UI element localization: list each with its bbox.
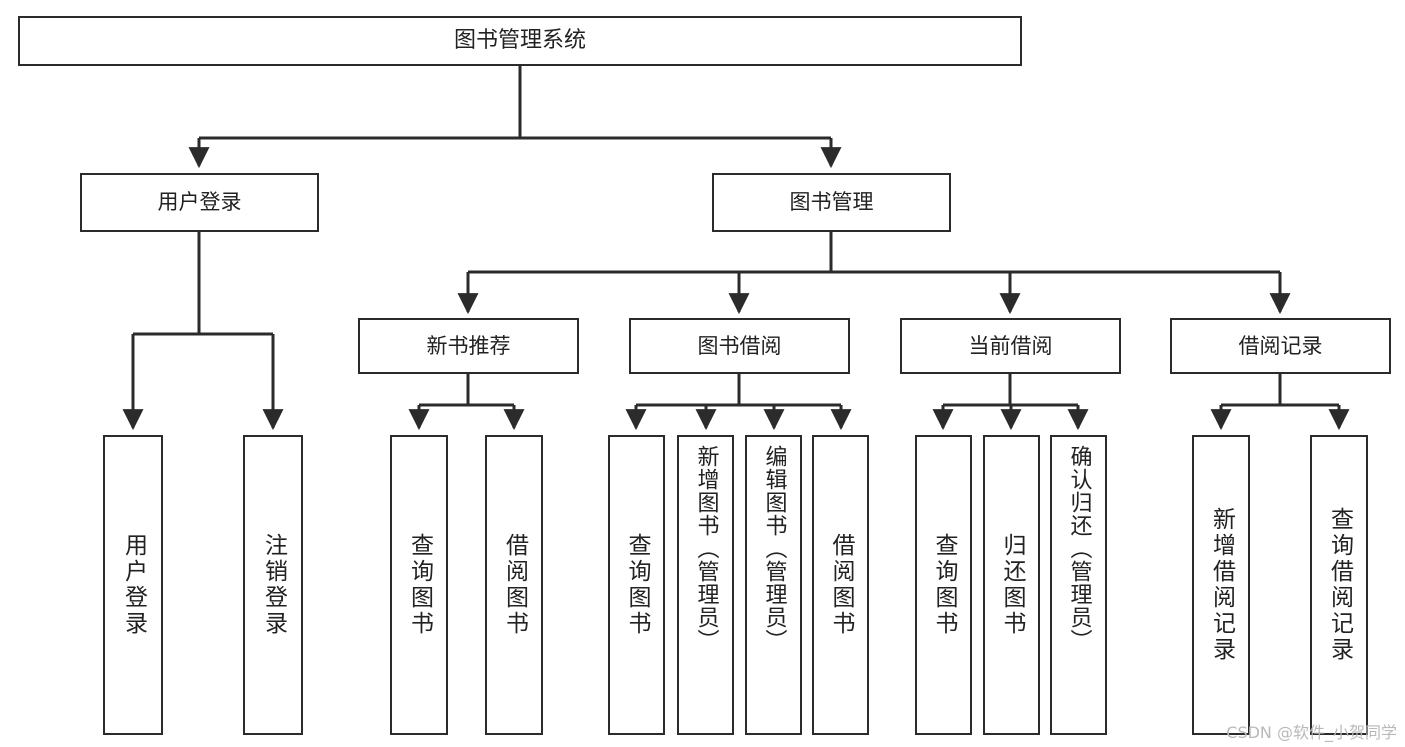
- node-leaf-query-books-1[interactable]: 查询图书: [390, 435, 448, 735]
- node-current-borrow-label: 当前借阅: [968, 333, 1053, 358]
- node-borrow-record[interactable]: 借阅记录: [1170, 318, 1391, 374]
- node-leaf-add-book[interactable]: 新增图书（管理员）: [677, 435, 734, 735]
- node-book-management-label: 图书管理: [789, 190, 874, 215]
- node-leaf-borrow-books-2-label: 借阅图书: [828, 533, 854, 637]
- node-leaf-return-book-label: 归还图书: [999, 533, 1025, 637]
- node-leaf-confirm-return-label: 确认归还（管理员）: [1066, 445, 1092, 652]
- node-root-system-label: 图书管理系统: [453, 28, 586, 54]
- node-new-book-recommend[interactable]: 新书推荐: [358, 318, 579, 374]
- node-leaf-query-books-3-label: 查询图书: [931, 533, 957, 637]
- node-borrow-record-label: 借阅记录: [1238, 333, 1323, 358]
- node-root-system[interactable]: 图书管理系统: [18, 16, 1022, 66]
- node-leaf-user-login-label: 用户登录: [120, 533, 147, 637]
- node-new-book-recommend-label: 新书推荐: [426, 333, 511, 358]
- node-leaf-borrow-books-1[interactable]: 借阅图书: [485, 435, 543, 735]
- node-leaf-user-logout-label: 注销登录: [260, 533, 287, 637]
- node-leaf-add-record[interactable]: 新增借阅记录: [1192, 435, 1250, 735]
- node-book-borrow[interactable]: 图书借阅: [629, 318, 850, 374]
- node-current-borrow[interactable]: 当前借阅: [900, 318, 1121, 374]
- node-leaf-add-book-label: 新增图书（管理员）: [693, 445, 719, 652]
- node-book-borrow-label: 图书借阅: [697, 333, 782, 358]
- node-leaf-query-record[interactable]: 查询借阅记录: [1310, 435, 1368, 735]
- node-leaf-query-books-2-label: 查询图书: [624, 533, 650, 637]
- node-leaf-return-book[interactable]: 归还图书: [983, 435, 1040, 735]
- node-leaf-query-books-1-label: 查询图书: [406, 533, 433, 637]
- node-leaf-add-record-label: 新增借阅记录: [1208, 507, 1235, 663]
- csdn-watermark: CSDN @软件_小贺同学: [1226, 723, 1397, 742]
- node-leaf-user-login[interactable]: 用户登录: [103, 435, 163, 735]
- node-leaf-query-books-3[interactable]: 查询图书: [915, 435, 972, 735]
- node-leaf-borrow-books-1-label: 借阅图书: [501, 533, 528, 637]
- node-leaf-borrow-books-2[interactable]: 借阅图书: [812, 435, 869, 735]
- node-leaf-query-books-2[interactable]: 查询图书: [608, 435, 665, 735]
- node-user-login[interactable]: 用户登录: [80, 173, 319, 232]
- node-leaf-edit-book[interactable]: 编辑图书（管理员）: [745, 435, 802, 735]
- node-leaf-confirm-return[interactable]: 确认归还（管理员）: [1050, 435, 1107, 735]
- node-book-management[interactable]: 图书管理: [712, 173, 951, 232]
- node-leaf-edit-book-label: 编辑图书（管理员）: [761, 445, 787, 652]
- node-leaf-user-logout[interactable]: 注销登录: [243, 435, 303, 735]
- node-leaf-query-record-label: 查询借阅记录: [1326, 507, 1353, 663]
- node-user-login-label: 用户登录: [157, 190, 242, 215]
